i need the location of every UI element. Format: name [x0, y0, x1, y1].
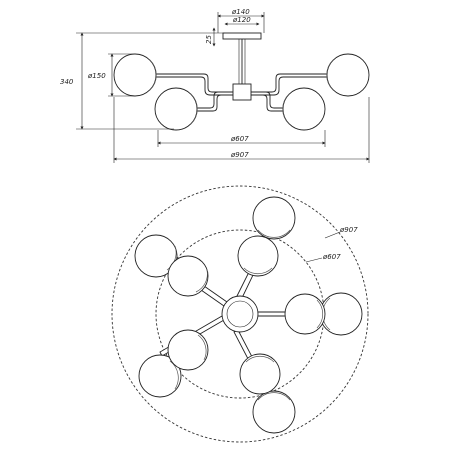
globe-top-inner-north: [237, 235, 279, 277]
top-label-907: ø907: [339, 226, 358, 234]
arm-right-inner: [251, 91, 292, 109]
globe-top-inner-east: [284, 293, 326, 335]
globe-side-left-outer: [113, 53, 157, 97]
dim-height-25: 25: [205, 35, 213, 44]
dim-diameter-607: ø607: [230, 135, 249, 143]
dim-diameter-120: ø120: [232, 16, 251, 24]
canopy: [222, 32, 262, 40]
side-elevation: ø140 ø120 25 340 ø150 ø607 ø907: [60, 8, 370, 163]
center-hub: [232, 83, 252, 101]
globe-top-inner-southwest: [167, 329, 209, 371]
dim-diameter-907: ø907: [230, 151, 249, 159]
globe-top-outer-southwest: [138, 354, 182, 398]
globe-top-inner-south: [239, 353, 281, 395]
top-label-607: ø607: [322, 253, 341, 261]
arm-left-outer: [155, 73, 233, 93]
globe-side-right-inner: [282, 87, 326, 131]
top-center-hub: [221, 295, 259, 333]
top-view: ø907 ø607: [111, 185, 369, 443]
globe-top-inner-northwest: [167, 255, 209, 297]
globe-top-outer-east: [319, 292, 363, 336]
globe-top-outer-north: [252, 196, 296, 240]
arm-left-inner: [192, 91, 233, 109]
globe-top-outer-northwest: [134, 234, 178, 278]
globe-side-left-inner: [154, 87, 198, 131]
circle-diameter-907: [111, 185, 369, 443]
dim-diameter-150: ø150: [87, 72, 106, 80]
arm-right-outer: [251, 73, 329, 93]
dim-diameter-140: ø140: [231, 8, 250, 16]
globe-side-right-outer: [326, 53, 370, 97]
globe-top-outer-south: [252, 390, 296, 434]
dim-height-340: 340: [60, 78, 74, 86]
